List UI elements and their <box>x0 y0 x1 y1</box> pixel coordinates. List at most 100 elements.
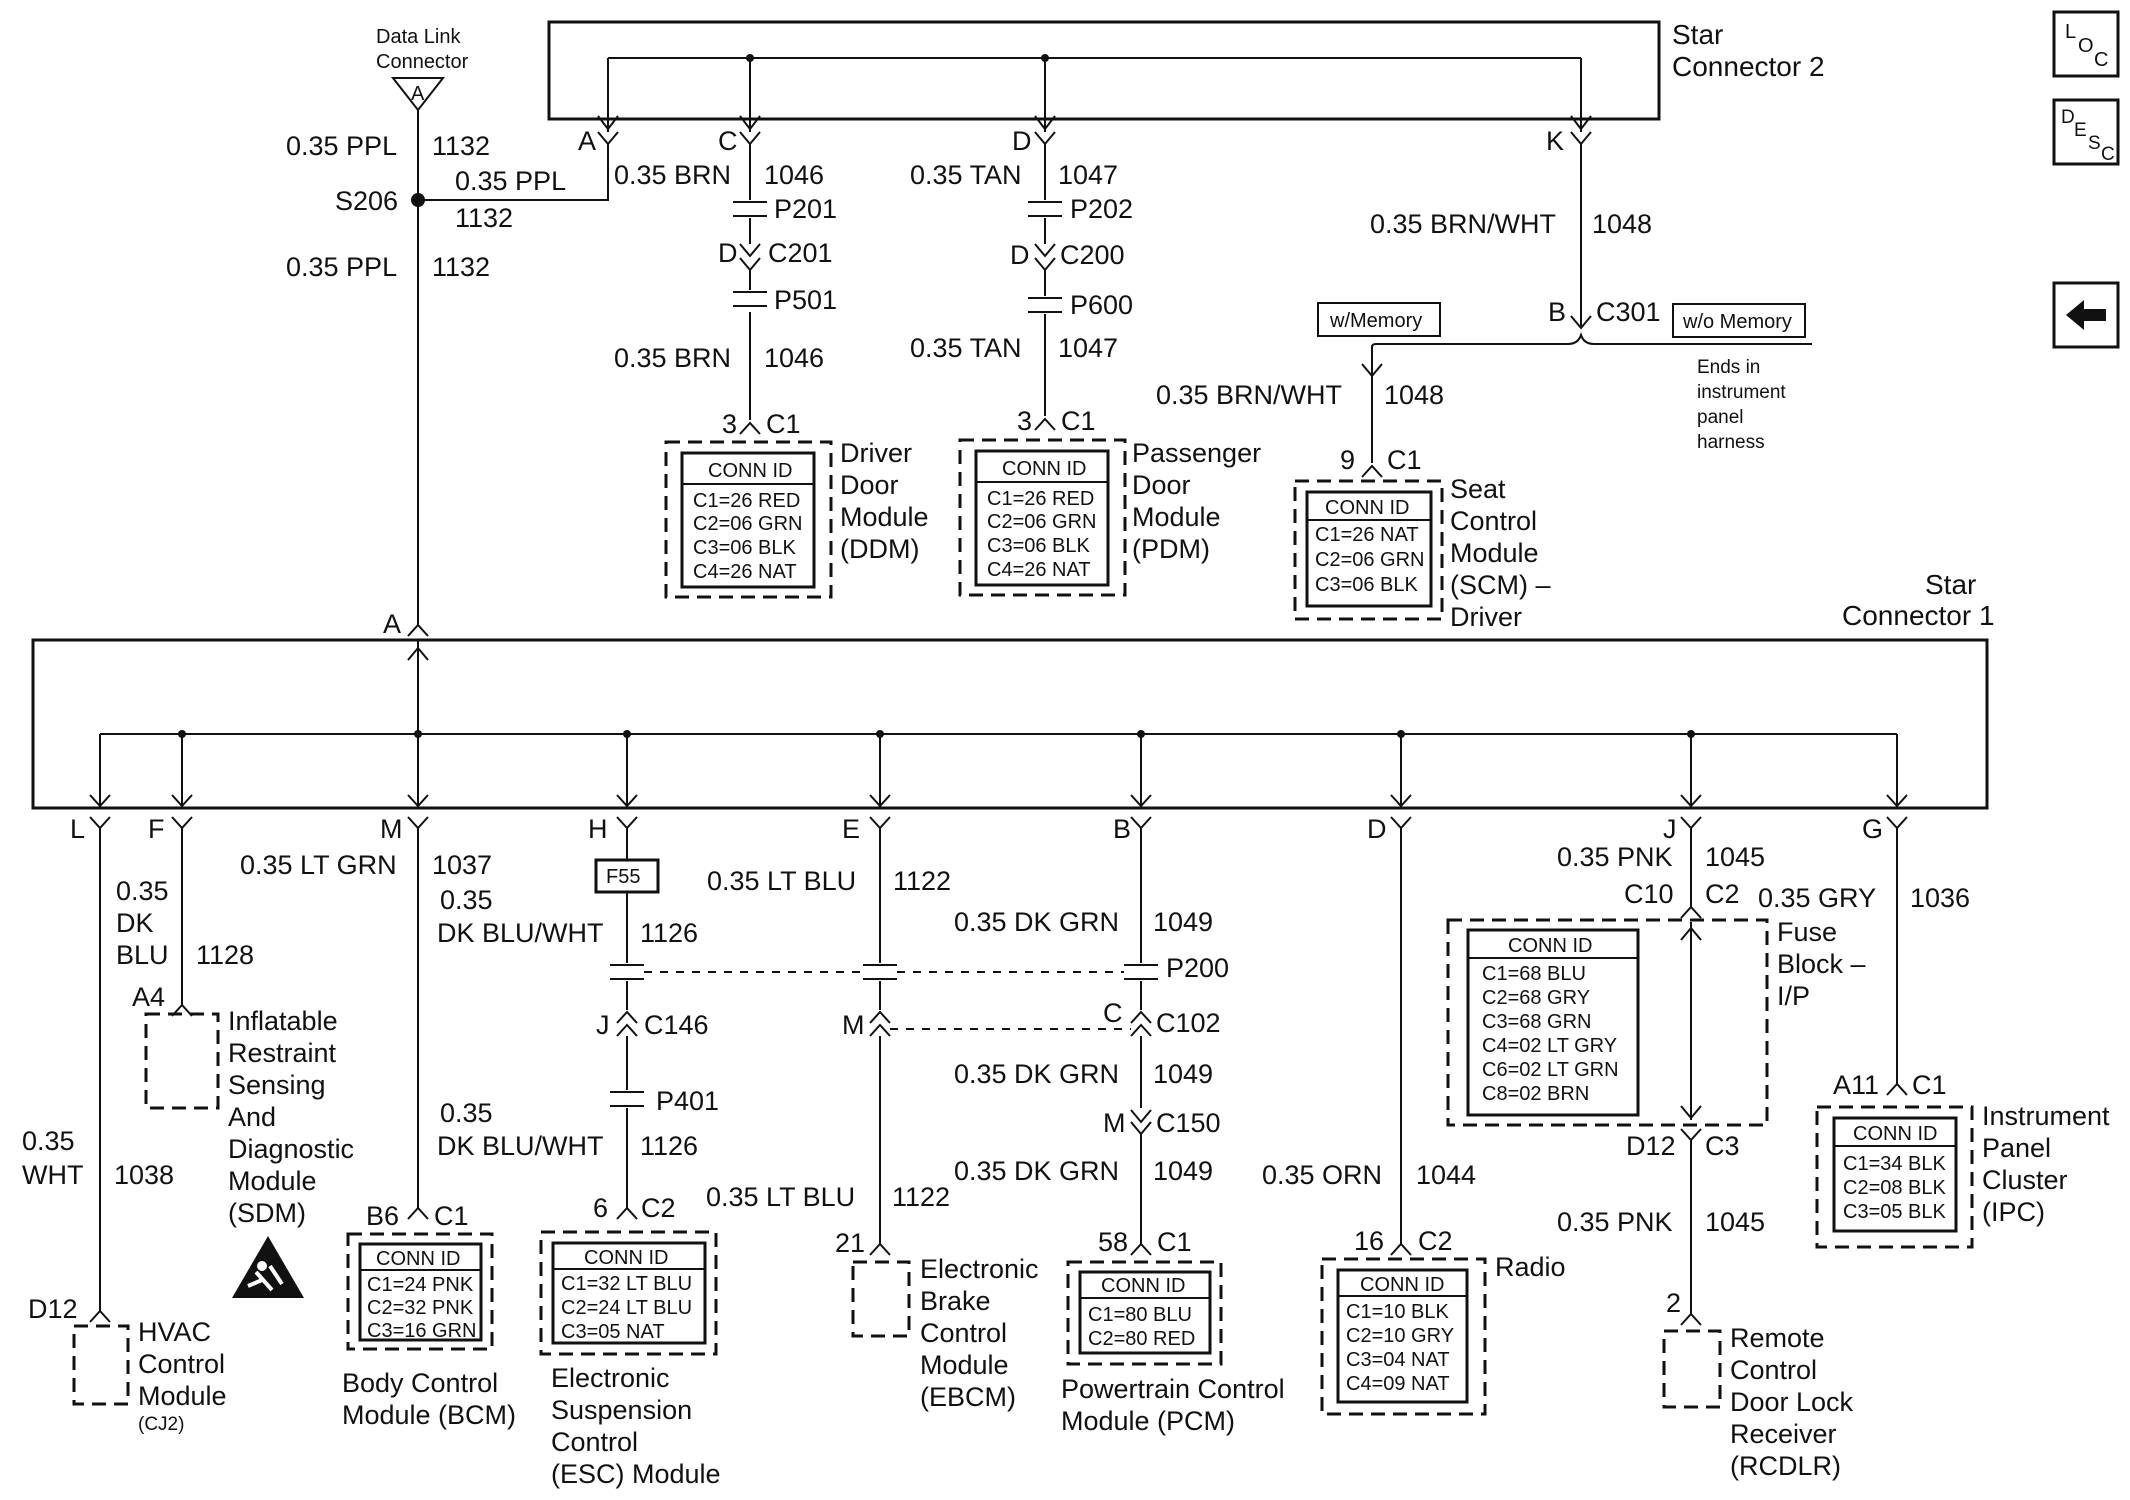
rcdlr-name-4: Receiver <box>1730 1419 1837 1449</box>
star2-pin-c: C <box>718 126 738 156</box>
pdm-p2: P600 <box>1070 290 1133 320</box>
star1-pin-h: H <box>588 814 608 844</box>
ddm-end-c: C1 <box>766 409 801 439</box>
fuse-name-2: Block – <box>1777 949 1866 979</box>
radio-c: C2 <box>1418 1226 1453 1256</box>
ipc-conn-1: C1=34 BLK <box>1843 1153 1947 1175</box>
fuse-upper-gauge: 0.35 PNK <box>1557 842 1673 872</box>
ipc-conn-3: C3=05 BLK <box>1843 1201 1947 1223</box>
esc-lower-gauge-1: 0.35 <box>440 1098 493 1128</box>
ebcm-lower-circuit: 1122 <box>892 1182 950 1212</box>
fuse-lower-gauge: 0.35 PNK <box>1557 1207 1673 1237</box>
sdm-name-4: And <box>228 1102 276 1132</box>
esc-lower-gauge-2: DK BLU/WHT <box>437 1131 604 1161</box>
hvac-circuit: 1038 <box>114 1160 174 1190</box>
desc-letter-4: C <box>2101 144 2115 165</box>
pdm-conn-1: C1=26 RED <box>987 488 1094 510</box>
bcm-name-1: Body Control <box>342 1368 498 1398</box>
loc-button[interactable]: L O C <box>2052 10 2120 78</box>
ddm-name-3: Module <box>840 502 929 532</box>
rcdlr-name-2: Control <box>1730 1355 1817 1385</box>
fuse-conn-2: C2=68 GRY <box>1482 987 1590 1009</box>
bcm-conn-1: C1=24 PNK <box>367 1274 474 1296</box>
pcm-conn-title: CONN ID <box>1101 1275 1185 1297</box>
rcdlr-name-3: Door Lock <box>1730 1387 1854 1417</box>
rcdlr-name-1: Remote <box>1730 1323 1825 1353</box>
star1-pin-b: B <box>1113 814 1131 844</box>
radio-name: Radio <box>1495 1252 1566 1282</box>
pdm-lower-gauge: 0.35 TAN <box>910 333 1022 363</box>
scm-name-3: Module <box>1450 538 1539 568</box>
ipc-gauge: 0.35 GRY <box>1758 883 1876 913</box>
esd-sensitive-icon <box>232 1236 304 1298</box>
fuse-name-3: I/P <box>1777 981 1810 1011</box>
pcm-conn-1: C1=80 BLU <box>1088 1304 1192 1326</box>
ends-note-2: instrument <box>1697 382 1786 403</box>
hvac-pin: D12 <box>28 1294 78 1324</box>
pcm-pin: 58 <box>1098 1227 1128 1257</box>
scm-pin: B <box>1548 297 1566 327</box>
pdm-end-c: C1 <box>1061 406 1096 436</box>
bcm-conn-title: CONN ID <box>376 1248 460 1270</box>
scm-end-c: C1 <box>1387 445 1422 475</box>
esc-upper-gauge-1: 0.35 <box>440 885 493 915</box>
loc-letter-3: C <box>2094 49 2108 71</box>
hvac-name-3: Module <box>138 1381 227 1411</box>
pdm-p1: P202 <box>1070 194 1133 224</box>
ebcm-name-5: (EBCM) <box>920 1382 1016 1412</box>
scm-name-5: Driver <box>1450 602 1522 632</box>
fuse-conn-3: C3=68 GRN <box>1482 1011 1592 1033</box>
scm-name-1: Seat <box>1450 474 1506 504</box>
back-arrow-icon <box>2066 300 2106 330</box>
ends-note-4: harness <box>1697 432 1765 453</box>
bcm-gauge: 0.35 LT GRN <box>240 850 397 880</box>
fuse-conn-6: C8=02 BRN <box>1482 1083 1589 1105</box>
scm-lower-circuit: 1048 <box>1384 380 1444 410</box>
pdm-name-4: (PDM) <box>1132 534 1210 564</box>
sdm-name-3: Sensing <box>228 1070 326 1100</box>
ipc-conn-title: CONN ID <box>1853 1123 1937 1145</box>
ebcm-branch: 0.35 LT BLU 1122 M 0.35 LT BLU 1122 21 E… <box>706 828 1039 1412</box>
fuse-conn-5: C6=02 LT GRN <box>1482 1059 1619 1081</box>
desc-letter-1: D <box>2061 107 2075 128</box>
fuse-conn-4: C4=02 LT GRY <box>1482 1035 1617 1057</box>
ddm-conn-2: C2=06 GRN <box>693 513 803 535</box>
pdm-conn-3: C3=06 BLK <box>987 535 1091 557</box>
sdm-name-1: Inflatable <box>228 1006 338 1036</box>
dlc-upper-gauge: 0.35 PPL <box>286 131 397 161</box>
pcm-circuit-1: 1049 <box>1153 907 1213 937</box>
ddm-name-2: Door <box>840 470 899 500</box>
data-link-connector: Data Link Connector A S206 0.35 PPL 1132… <box>286 26 609 625</box>
pdm-name-2: Door <box>1132 470 1191 500</box>
desc-button[interactable]: D E S C <box>2052 98 2120 166</box>
hvac-gauge-1: 0.35 <box>22 1126 75 1156</box>
pcm-conn-2: C2=80 RED <box>1088 1328 1195 1350</box>
pcm-gauge-2: 0.35 DK GRN <box>954 1059 1119 1089</box>
ipc-name-4: (IPC) <box>1982 1197 2045 1227</box>
dlc-title-1: Data Link <box>376 26 461 48</box>
ebcm-module-box <box>851 1260 911 1338</box>
sdm-pin: A4 <box>132 982 165 1012</box>
hvac-name-1: HVAC <box>138 1317 211 1347</box>
radio-conn-2: C2=10 GRY <box>1346 1325 1454 1347</box>
bcm-c: C1 <box>434 1201 469 1231</box>
pcm-gauge-1: 0.35 DK GRN <box>954 907 1119 937</box>
pcm-c1: C1 <box>1157 1227 1192 1257</box>
sdm-name-5: Diagnostic <box>228 1134 354 1164</box>
hvac-name-2: Control <box>138 1349 225 1379</box>
rcdlr-name-5: (RCDLR) <box>1730 1451 1841 1481</box>
ddm-conn-1: C1=26 RED <box>693 490 800 512</box>
ddm-pin: D <box>718 238 738 268</box>
ebcm-pin: 21 <box>835 1228 865 1258</box>
ebcm-lower-gauge: 0.35 LT BLU <box>706 1182 855 1212</box>
radio-conn-3: C3=04 NAT <box>1346 1349 1450 1371</box>
pdm-pin: D <box>1010 240 1030 270</box>
ebcm-name-3: Control <box>920 1318 1007 1348</box>
bcm-conn-3: C3=16 GRN <box>367 1320 477 1342</box>
star2-pin-k: K <box>1546 126 1564 156</box>
pdm-conn-title: CONN ID <box>1002 458 1086 480</box>
ebcm-m: M <box>842 1010 865 1040</box>
dlc-lower-circuit: 1132 <box>432 252 490 282</box>
back-button[interactable] <box>2052 281 2120 349</box>
pdm-name-1: Passenger <box>1132 438 1261 468</box>
